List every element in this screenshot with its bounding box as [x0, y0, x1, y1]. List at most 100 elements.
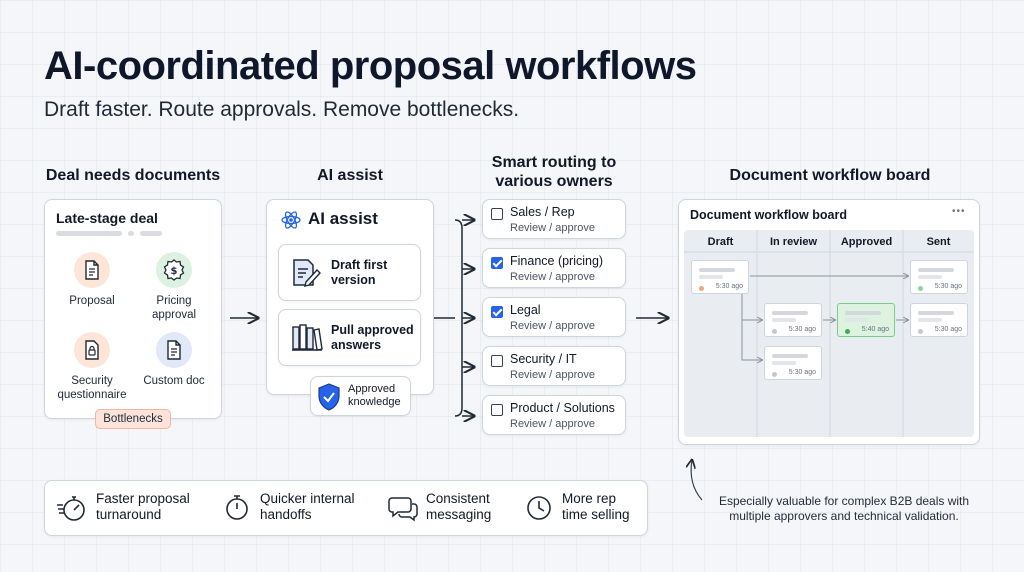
svg-text:$: $	[171, 266, 178, 277]
more-menu-icon[interactable]: •••	[952, 206, 966, 217]
board-column-heading: Document workflow board	[729, 167, 931, 184]
stopwatch-icon	[56, 494, 86, 527]
approved-knowledge-badge: Approved knowledge	[310, 376, 411, 416]
card-skeleton-line	[772, 311, 808, 315]
draft-label-line2: version	[331, 273, 376, 287]
timer-icon	[224, 493, 250, 526]
doc-security-questionnaire[interactable]: Security questionnaire	[52, 332, 132, 402]
benefit-line2: time selling	[562, 507, 630, 522]
skeleton-dot	[128, 231, 134, 236]
footnote: Especially valuable for complex B2B deal…	[694, 494, 994, 524]
card-skeleton-line	[772, 318, 796, 322]
board-card-review[interactable]: 5:30 ago	[764, 346, 822, 380]
benefit-line1: Consistent	[426, 491, 490, 506]
card-skeleton-line	[772, 354, 808, 358]
draft-label-line1: Draft first	[331, 258, 388, 272]
status-dot	[845, 329, 850, 334]
route-name: Product / Solutions	[510, 401, 615, 415]
ai-column-heading: AI assist	[317, 167, 383, 184]
card-time: 5:30 ago	[788, 326, 816, 333]
draft-first-version-button[interactable]: Draft first version	[278, 244, 421, 301]
route-checkbox[interactable]	[491, 355, 503, 367]
pull-label: Pull approved answers	[331, 323, 414, 353]
pull-label-line1: Pull approved	[331, 323, 414, 337]
route-legal[interactable]: Legal Review / approve	[482, 297, 626, 337]
atom-icon	[280, 209, 302, 231]
board-col-in-review: In review	[769, 236, 818, 248]
route-product-solutions[interactable]: Product / Solutions Review / approve	[482, 395, 626, 435]
route-name: Security / IT	[510, 352, 577, 366]
doc-pricing-approval[interactable]: $ Pricing approval	[134, 252, 214, 322]
benefit-line1: Quicker internal	[260, 491, 355, 506]
board-title: Document workflow board	[690, 208, 847, 222]
board-col-approved: Approved	[840, 236, 893, 248]
doc-custom[interactable]: Custom doc	[134, 332, 214, 388]
route-sales-rep[interactable]: Sales / Rep Review / approve	[482, 199, 626, 239]
card-skeleton-line	[699, 268, 735, 272]
footnote-line1: Especially valuable for complex B2B deal…	[718, 494, 970, 508]
draft-label: Draft first version	[331, 258, 387, 288]
benefit-line2: handoffs	[260, 507, 312, 522]
card-skeleton-line	[845, 311, 881, 315]
doc-label-line1: Security	[71, 375, 113, 387]
knowledge-label-line1: Approved	[348, 383, 396, 395]
route-subtitle: Review / approve	[510, 271, 595, 283]
route-checkbox[interactable]	[491, 208, 503, 220]
chat-bubbles-icon	[388, 494, 418, 527]
document-icon	[74, 252, 110, 288]
shield-check-icon	[317, 383, 341, 416]
route-checkbox-checked[interactable]	[491, 257, 503, 269]
board-card-draft[interactable]: 5:30 ago	[691, 260, 749, 294]
route-finance-pricing[interactable]: Finance (pricing) Review / approve	[482, 248, 626, 288]
board-card-review[interactable]: 5:30 ago	[764, 303, 822, 337]
pull-approved-answers-button[interactable]: Pull approved answers	[278, 309, 421, 366]
doc-label-line2: approval	[151, 309, 197, 321]
card-skeleton-line	[918, 318, 942, 322]
board-card-sent[interactable]: 5:30 ago	[910, 260, 968, 294]
pull-label-line2: answers	[331, 338, 382, 352]
card-skeleton-line	[918, 268, 954, 272]
doc-label-line2: questionnaire	[57, 389, 127, 401]
benefit-line2: turnaround	[96, 507, 162, 522]
card-time: 5:30 ago	[715, 283, 743, 290]
card-skeleton-line	[918, 311, 954, 315]
route-name: Finance (pricing)	[510, 254, 604, 268]
deal-column-heading: Deal needs documents	[45, 167, 221, 184]
card-time: 5:30 ago	[934, 283, 962, 290]
benefits-bar	[44, 480, 648, 536]
card-skeleton-line	[699, 275, 723, 279]
doc-label-line1: Custom doc	[143, 375, 205, 387]
routing-heading-line1: Smart routing to	[491, 154, 617, 171]
benefit-faster-turnaround: Faster proposal turnaround	[96, 491, 190, 523]
route-checkbox-checked[interactable]	[491, 306, 503, 318]
card-time: 5:30 ago	[788, 369, 816, 376]
knowledge-label-line2: knowledge	[348, 396, 401, 408]
route-subtitle: Review / approve	[510, 222, 595, 234]
card-time: 5:30 ago	[934, 326, 962, 333]
board-col-draft: Draft	[707, 236, 734, 248]
clock-icon	[526, 495, 552, 526]
routing-heading-line2: various owners	[495, 173, 613, 190]
books-icon	[291, 323, 323, 356]
board-col-sent: Sent	[926, 236, 951, 248]
route-security-it[interactable]: Security / IT Review / approve	[482, 346, 626, 386]
doc-proposal[interactable]: Proposal	[52, 252, 132, 308]
route-subtitle: Review / approve	[510, 369, 595, 381]
status-dot	[918, 329, 923, 334]
document-icon	[156, 332, 192, 368]
ai-assist-title: AI assist	[308, 209, 378, 228]
board-card-sent[interactable]: 5:30 ago	[910, 303, 968, 337]
skeleton-line	[56, 231, 122, 236]
card-time: 5:40 ago	[861, 326, 889, 333]
route-checkbox[interactable]	[491, 404, 503, 416]
page-subtitle: Draft faster. Route approvals. Remove bo…	[44, 98, 520, 121]
benefit-consistent-messaging: Consistent messaging	[426, 491, 491, 523]
card-skeleton-line	[772, 361, 796, 365]
status-dot	[772, 372, 777, 377]
board-card-approved[interactable]: 5:40 ago	[837, 303, 895, 337]
footnote-line2: multiple approvers and technical validat…	[729, 509, 959, 523]
benefit-more-selling-time: More rep time selling	[562, 491, 630, 523]
benefit-line2: messaging	[426, 507, 492, 522]
